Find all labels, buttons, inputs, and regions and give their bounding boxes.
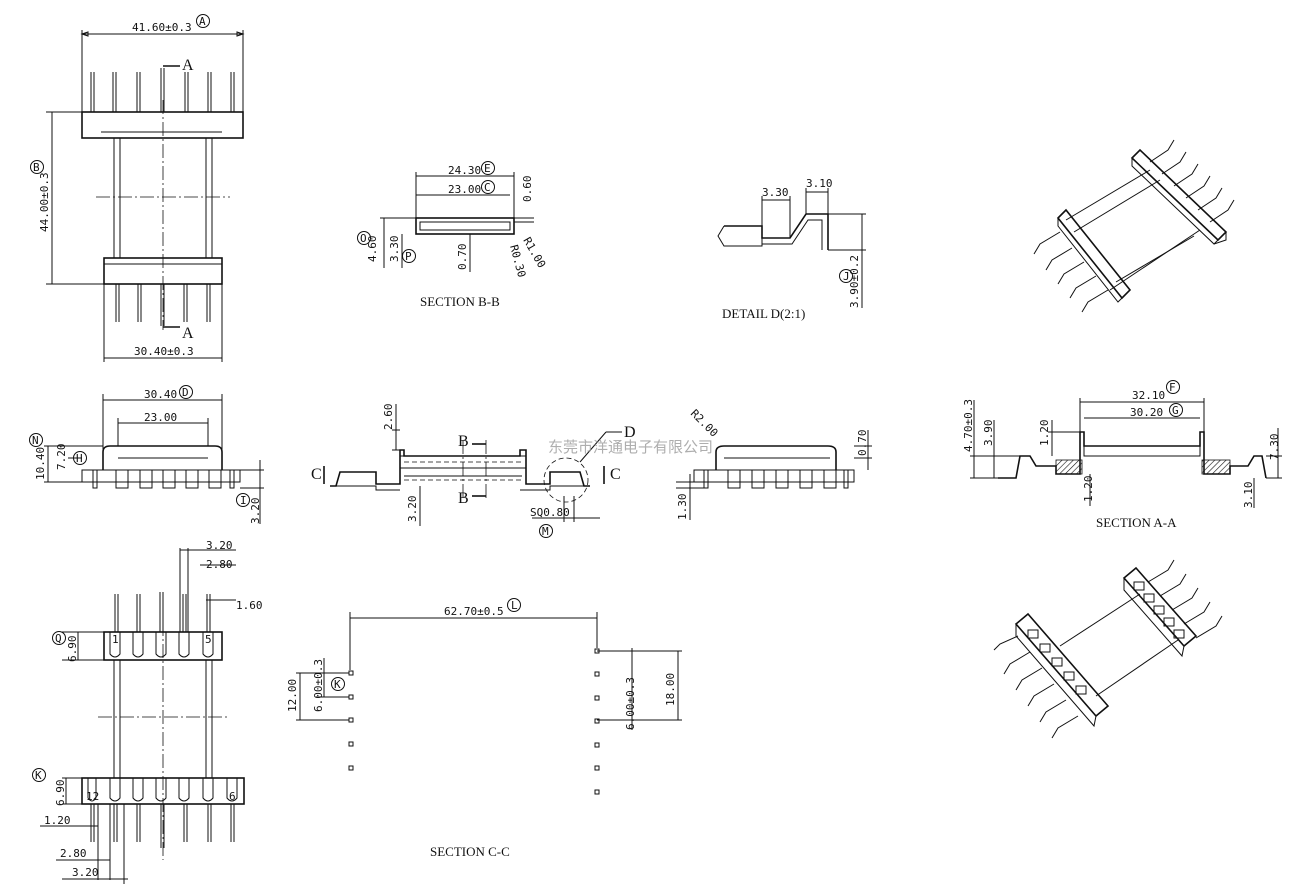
detail-d1: 3.30: [762, 186, 789, 199]
side-cut-c-right: C: [610, 466, 621, 483]
bottom-p2: 2.80: [206, 558, 233, 571]
front-pin-ref: I: [240, 494, 247, 507]
front-inner-h-ref: H: [76, 452, 83, 465]
pin-label-12: 12: [86, 790, 99, 803]
top-width-dim: 41.60±0.3: [132, 21, 192, 34]
section-b-b: 24.30 E 23.00 C 0.60 4.60 O 3.30 P 0.70 …: [357, 161, 548, 309]
side-detail-d: D: [624, 424, 636, 441]
iso-view-bottom: [993, 559, 1223, 739]
detail-d3: 3.90±0.2: [848, 255, 861, 308]
bottom-flange2-ref: K: [35, 769, 42, 782]
bb-height-ref: O: [360, 232, 367, 245]
section-mark-a-top: A: [182, 57, 194, 74]
cc-left-total: 12.00: [286, 679, 299, 712]
bb-outer-dim: 24.30: [448, 164, 481, 177]
cc-left-pitch: 6.00±0.3: [312, 659, 325, 712]
detail-d: 3.30 3.10 3.90±0.2 J DETAIL D(2:1): [717, 177, 866, 321]
watermark: 东莞市洋通电子有限公司: [548, 438, 713, 456]
top-height-dim: 44.00±0.3: [38, 172, 51, 232]
right-view: R2.00 0.70 1.30: [676, 407, 872, 520]
aa-h4: 1.20: [1082, 476, 1095, 503]
cc-right-total: 18.00: [664, 673, 677, 706]
bb-outer-ref: E: [484, 162, 491, 175]
aa-inner-ref: G: [1172, 404, 1179, 417]
detail-d3-ref: J: [843, 270, 850, 283]
bb-floor: 0.70: [456, 244, 469, 271]
aa-title: SECTION A-A: [1096, 515, 1177, 530]
front-top-ref: D: [182, 386, 189, 399]
side-sq-ref: M: [542, 525, 549, 538]
bottom-b1: 1.20: [44, 814, 71, 827]
aa-h5: 7.30: [1268, 434, 1281, 461]
bottom-flange2: 6.90: [54, 780, 67, 807]
front-top-dim: 30.40: [144, 388, 177, 401]
section-mark-a-bottom: A: [182, 325, 194, 342]
aa-outer-ref: F: [1169, 381, 1176, 394]
aa-h6: 3.10: [1242, 482, 1255, 509]
front-total-h: 10.40: [34, 447, 47, 480]
bottom-flange-ref: Q: [55, 632, 62, 645]
aa-outer: 32.10: [1132, 389, 1165, 402]
pin-label-5: 5: [205, 633, 212, 646]
side-view: B B C C D 2.60 3.20 SQ0.80 M: [311, 404, 636, 538]
right-pin: 1.30: [676, 494, 689, 521]
detail-d2: 3.10: [806, 177, 833, 190]
bb-wall: 0.60: [521, 176, 534, 203]
top-width-ref: A: [199, 15, 206, 28]
cc-span: 62.70±0.5: [444, 605, 504, 618]
bb-inner-ref: C: [484, 181, 491, 194]
front-inner-h: 7.20: [55, 444, 68, 471]
front-total-ref: N: [32, 434, 39, 447]
top-view: 41.60±0.3 A A: [30, 14, 245, 362]
aa-h1: 4.70±0.3: [962, 399, 975, 452]
right-radius: R2.00: [688, 407, 721, 440]
side-section-b-bottom: B: [458, 490, 469, 507]
iso-view-top: [1033, 139, 1235, 313]
bb-flange-ref: P: [405, 250, 412, 263]
front-view: 30.40 D 23.00 10.40 N 7.20 H 3.20 I: [29, 385, 264, 525]
bb-height: 4.60: [366, 236, 379, 263]
bottom-b2: 2.80: [60, 847, 87, 860]
aa-h3: 1.20: [1038, 420, 1051, 447]
side-section-b-top: B: [458, 433, 469, 450]
bb-title: SECTION B-B: [420, 294, 500, 309]
side-bottom-dim: 3.20: [406, 496, 419, 523]
aa-h2: 3.90: [982, 420, 995, 447]
bottom-p3: 1.60: [236, 599, 263, 612]
bottom-b3: 3.20: [72, 866, 99, 879]
right-thickness: 0.70: [856, 430, 869, 457]
pin-label-6: 6: [229, 790, 236, 803]
side-sq: SQ0.80: [530, 506, 570, 519]
detail-title: DETAIL D(2:1): [722, 306, 805, 321]
front-inner-dim: 23.00: [144, 411, 177, 424]
side-cut-c-left: C: [311, 466, 322, 483]
cc-title: SECTION C-C: [430, 844, 510, 859]
bottom-p1: 3.20: [206, 539, 233, 552]
cc-right-pitch: 6.00±0.3: [624, 677, 637, 730]
front-pin-h: 3.20: [249, 498, 262, 525]
bottom-view: 3.20 2.80 1.60 1 5 6.90 Q: [32, 539, 263, 884]
top-base-dim: 30.40±0.3: [134, 345, 194, 358]
bb-inner-dim: 23.00: [448, 183, 481, 196]
aa-inner: 30.20: [1130, 406, 1163, 419]
bb-flange: 3.30: [388, 236, 401, 263]
cc-span-ref: L: [511, 599, 518, 612]
pin-label-1: 1: [112, 633, 119, 646]
top-height-ref: B: [33, 161, 40, 174]
cc-left-ref: K: [334, 678, 341, 691]
section-a-a: 32.10 F 30.20 G 4.70±0.3 3.90 1.20 1.20 …: [962, 380, 1282, 530]
side-top-dim: 2.60: [382, 404, 395, 431]
bottom-flange: 6.90: [66, 636, 79, 663]
section-c-c: 62.70±0.5 L 12.00 6.00±0.3 K 18.00 6.00±…: [286, 598, 682, 859]
